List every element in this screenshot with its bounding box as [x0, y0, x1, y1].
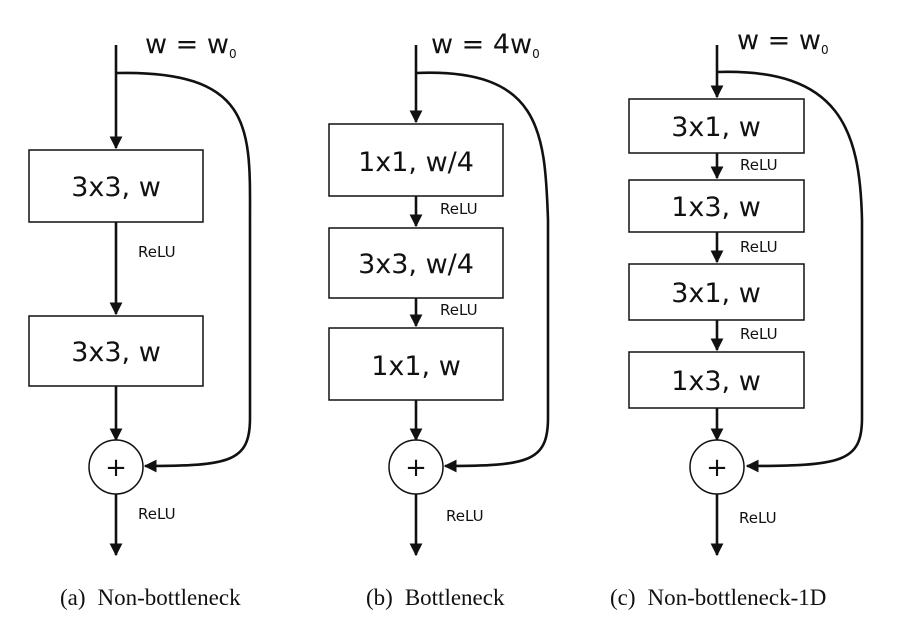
svg-text:3x3, w: 3x3, w: [71, 172, 161, 203]
output-relu-a: ReLU: [138, 505, 176, 523]
output-relu-b: ReLU: [446, 507, 484, 525]
merge-node-a: +: [88, 439, 144, 495]
block-b-3: 1x1, w: [328, 327, 504, 401]
block-b-2: 3x3, w/4: [328, 227, 504, 299]
panel-non-bottleneck-1d: w = w0 3x1, w ReLU 1x3, w ReLU 3x1, w Re…: [610, 25, 864, 610]
relu-label-c-3: ReLU: [740, 325, 778, 343]
block-a-1: 3x3, w: [28, 149, 204, 223]
width-label-a: w = w0: [145, 29, 237, 61]
skip-connection-b: [415, 71, 550, 473]
block-c-3: 3x1, w: [628, 263, 805, 321]
block-c-1: 3x1, w: [628, 98, 805, 154]
svg-text:1x1, w: 1x1, w: [371, 351, 461, 382]
svg-text:3x3, w/4: 3x3, w/4: [358, 249, 474, 280]
svg-text:1x1, w/4: 1x1, w/4: [358, 147, 474, 178]
caption-a: (a)Non-bottleneck: [60, 585, 241, 610]
block-c-2: 1x3, w: [628, 179, 805, 233]
block-b-1: 1x1, w/4: [328, 123, 504, 197]
svg-text:+: +: [706, 453, 728, 483]
svg-text:1x3, w: 1x3, w: [671, 192, 761, 223]
relu-label-c-1: ReLU: [740, 156, 778, 174]
panel-non-bottleneck: w = w0 3x3, w ReLU 3x3, w + ReLU (a)Non-…: [28, 29, 252, 610]
width-label-c: w = w0: [737, 25, 829, 57]
caption-b: (b)Bottleneck: [366, 585, 505, 610]
block-c-4: 1x3, w: [628, 351, 805, 409]
svg-text:+: +: [105, 453, 127, 483]
width-label-b: w = 4w0: [431, 29, 540, 61]
relu-label-b-2: ReLU: [440, 301, 478, 319]
svg-text:3x3, w: 3x3, w: [71, 337, 161, 368]
block-a-2: 3x3, w: [28, 315, 204, 387]
svg-text:3x1, w: 3x1, w: [671, 112, 761, 143]
merge-node-c: +: [689, 439, 745, 495]
skip-connection-a: [115, 71, 252, 473]
relu-label-a-1: ReLU: [138, 243, 176, 261]
panel-bottleneck: w = 4w0 1x1, w/4 ReLU 3x3, w/4 ReLU 1x1,…: [328, 29, 550, 610]
relu-label-b-1: ReLU: [440, 200, 478, 218]
svg-text:3x1, w: 3x1, w: [671, 278, 761, 309]
svg-text:1x3, w: 1x3, w: [671, 366, 761, 397]
output-relu-c: ReLU: [739, 509, 777, 527]
skip-connection-c: [716, 70, 864, 473]
caption-c: (c)Non-bottleneck-1D: [610, 585, 826, 610]
merge-node-b: +: [388, 439, 444, 495]
svg-text:+: +: [405, 453, 427, 483]
relu-label-c-2: ReLU: [740, 238, 778, 256]
